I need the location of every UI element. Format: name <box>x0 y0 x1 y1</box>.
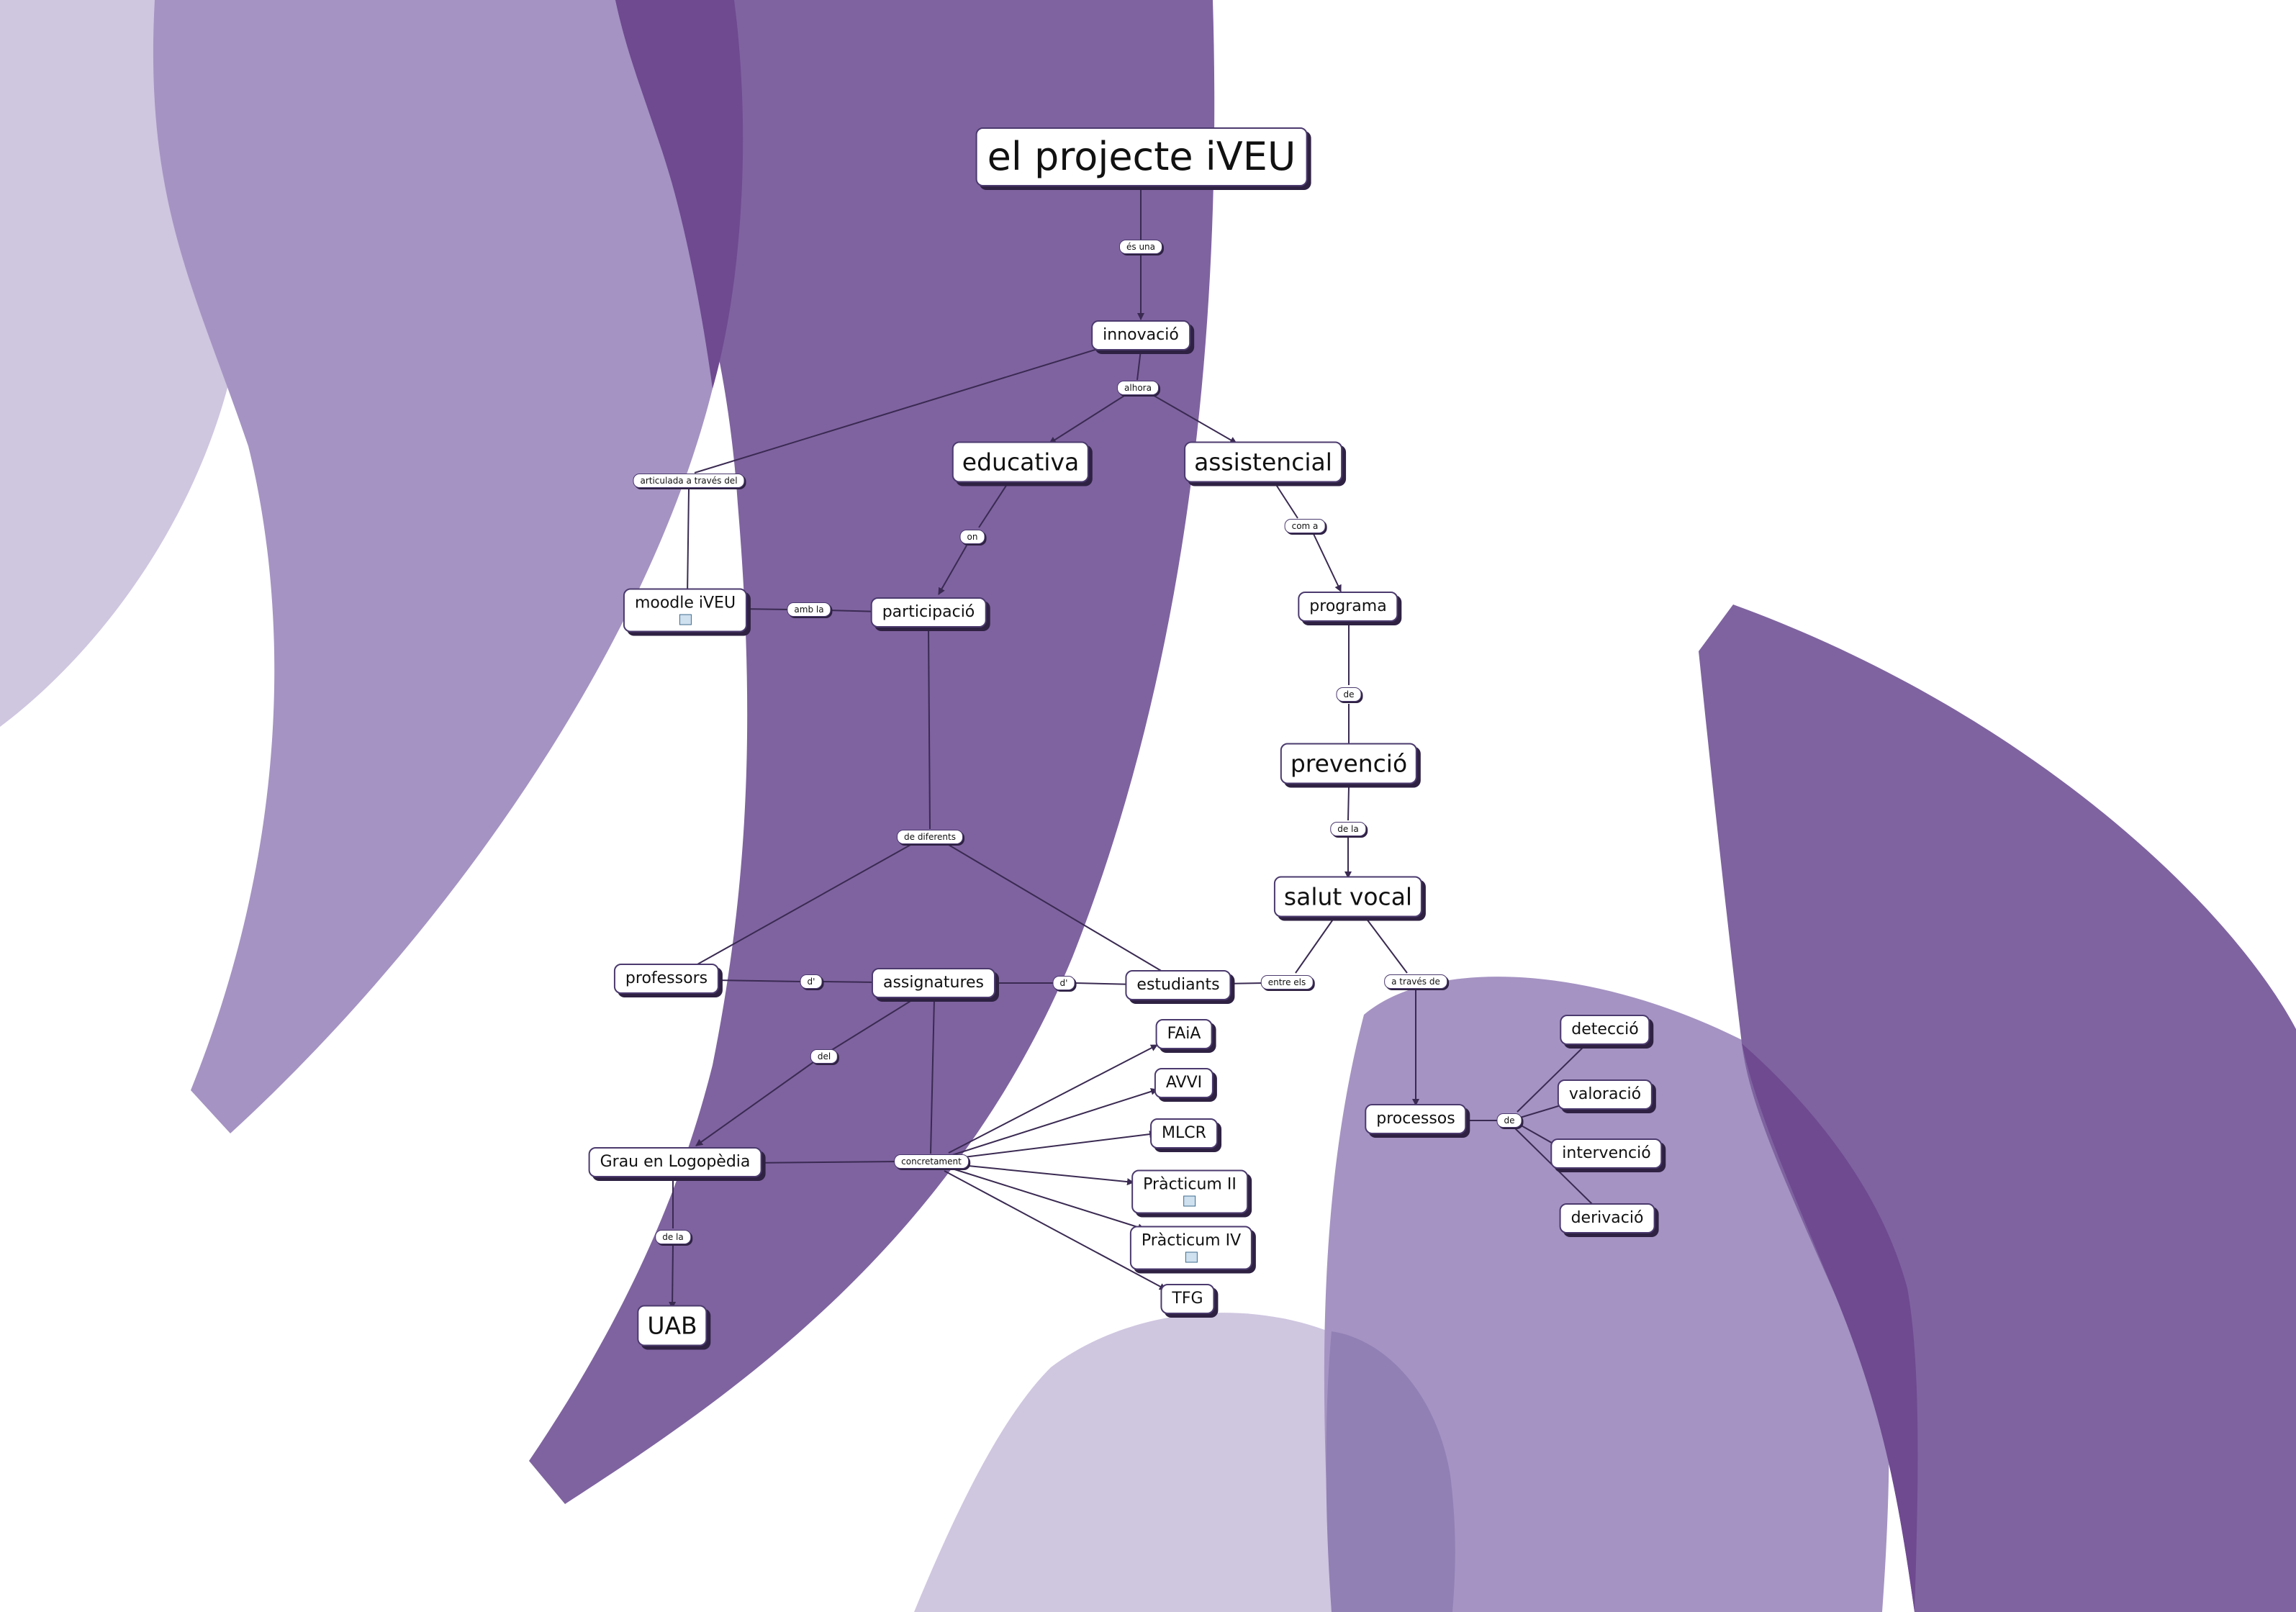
bg-shape-dark-band <box>529 0 1215 1504</box>
bg-shape-mid-right <box>1324 977 1889 1612</box>
edge-salutvocal-atravesde <box>1363 915 1408 974</box>
link-de-diferents[interactable]: de diferents <box>897 830 963 844</box>
node-practicum-ii[interactable]: Pràcticum II <box>1131 1169 1248 1214</box>
link-concretament[interactable]: concretament <box>894 1154 969 1169</box>
edge-assistencial-coma <box>1272 479 1298 519</box>
edge-alhora-assistencial <box>1151 394 1237 444</box>
node-programa[interactable]: programa <box>1298 592 1398 622</box>
node-grau-logopedia[interactable]: Grau en Logopèdia <box>588 1147 762 1177</box>
link-d-professors[interactable]: d' <box>800 974 823 989</box>
link-de-processos[interactable]: de <box>1496 1113 1522 1128</box>
node-faia[interactable]: FAiA <box>1155 1019 1213 1049</box>
edge-dediferents-estudiants <box>948 844 1163 972</box>
node-salut-vocal[interactable]: salut vocal <box>1273 876 1423 918</box>
node-professors[interactable]: professors <box>613 964 720 994</box>
link-on[interactable]: on <box>959 530 985 544</box>
node-estudiants[interactable]: estudiants <box>1125 970 1231 1000</box>
link-de-la-grau[interactable]: de la <box>655 1230 691 1244</box>
node-mlcr[interactable]: MLCR <box>1150 1118 1218 1149</box>
node-avvi[interactable]: AVVI <box>1154 1068 1214 1098</box>
node-moodle[interactable]: moodle iVEU <box>623 588 748 633</box>
edge-innovacio-alhora <box>1136 349 1142 381</box>
edge-concretament-practicum2 <box>953 1164 1134 1186</box>
node-tfg[interactable]: TFG <box>1160 1284 1215 1314</box>
link-del[interactable]: del <box>810 1049 839 1064</box>
link-de-programa[interactable]: de <box>1336 687 1362 702</box>
edge-participacio-dediferents <box>928 629 931 830</box>
edge-dediferents-professors <box>690 844 911 969</box>
node-moodle-label: moodle iVEU <box>634 594 736 612</box>
node-uab[interactable]: UAB <box>637 1305 708 1346</box>
link-d-estudiants[interactable]: d' <box>1052 976 1075 990</box>
link-de-la-prevencio[interactable]: de la <box>1330 822 1366 836</box>
node-educativa[interactable]: educativa <box>952 441 1090 483</box>
bg-shape-dark-right <box>1699 604 2296 1612</box>
node-intervencio[interactable]: intervenció <box>1550 1138 1663 1169</box>
link-com-a[interactable]: com a <box>1284 519 1326 533</box>
edge-assignatures-del <box>830 998 915 1051</box>
edge-articulada-moodle <box>684 489 692 597</box>
edge-concretament-tfg <box>944 1170 1167 1290</box>
edge-dela-uab <box>669 1244 677 1309</box>
node-assistencial[interactable]: assistencial <box>1184 441 1342 483</box>
edge-innovacio-articulada <box>694 348 1100 474</box>
bg-shape-light-bottom <box>914 1313 1457 1612</box>
edge-de-deteccio <box>1517 1039 1591 1113</box>
node-practicum-iv[interactable]: Pràcticum IV <box>1129 1226 1253 1270</box>
node-practicum-iv-label: Pràcticum IV <box>1141 1231 1242 1250</box>
edge-grau-concretament <box>748 1161 899 1164</box>
bg-shape-overlap-bottom <box>1326 1331 1455 1612</box>
node-deteccio[interactable]: detecció <box>1560 1015 1650 1045</box>
node-participacio[interactable]: participació <box>870 597 987 628</box>
edge-del-grau <box>695 1061 814 1146</box>
edge-concretament-faia <box>948 1044 1158 1154</box>
edge-educativa-on <box>978 477 1012 528</box>
bg-shape-mid-left <box>153 0 744 1133</box>
edge-concretament-practicum4 <box>949 1167 1145 1231</box>
link-entre-els[interactable]: entre els <box>1260 975 1314 990</box>
edge-assignatures-concretament <box>930 998 935 1154</box>
edge-concretament-avvi <box>949 1087 1158 1156</box>
bg-shape-overlap-right <box>1742 1043 1918 1612</box>
resource-icon[interactable] <box>679 614 692 625</box>
node-assignatures[interactable]: assignatures <box>871 968 996 998</box>
node-prevencio[interactable]: prevenció <box>1280 743 1418 784</box>
edge-alhora-educativa <box>1049 394 1127 444</box>
edge-concretament-mlcr <box>952 1131 1157 1159</box>
edge-professors-d <box>712 979 803 982</box>
resource-icon[interactable] <box>1183 1195 1196 1207</box>
resource-icon[interactable] <box>1185 1251 1198 1263</box>
link-articulada[interactable]: articulada a través del <box>633 474 745 488</box>
node-processos[interactable]: processos <box>1365 1104 1467 1134</box>
link-a-traves-de[interactable]: a través de <box>1384 974 1447 989</box>
node-innovacio[interactable]: innovació <box>1091 320 1190 350</box>
node-practicum-ii-label: Pràcticum II <box>1143 1175 1237 1194</box>
node-derivacio[interactable]: derivació <box>1559 1203 1655 1233</box>
edge-coma-programa <box>1313 533 1342 592</box>
edge-salutvocal-entreels <box>1295 915 1337 974</box>
link-alhora[interactable]: alhora <box>1117 381 1159 395</box>
link-amb-la[interactable]: amb la <box>787 602 831 617</box>
edge-prevencio-dela <box>1347 787 1350 821</box>
link-es-una[interactable]: és una <box>1118 240 1163 254</box>
node-title[interactable]: el projecte iVEU <box>975 127 1308 186</box>
edge-on-participacio <box>938 545 967 595</box>
bg-shape-overlap-top <box>615 0 744 389</box>
node-valoracio[interactable]: valoració <box>1557 1079 1653 1110</box>
